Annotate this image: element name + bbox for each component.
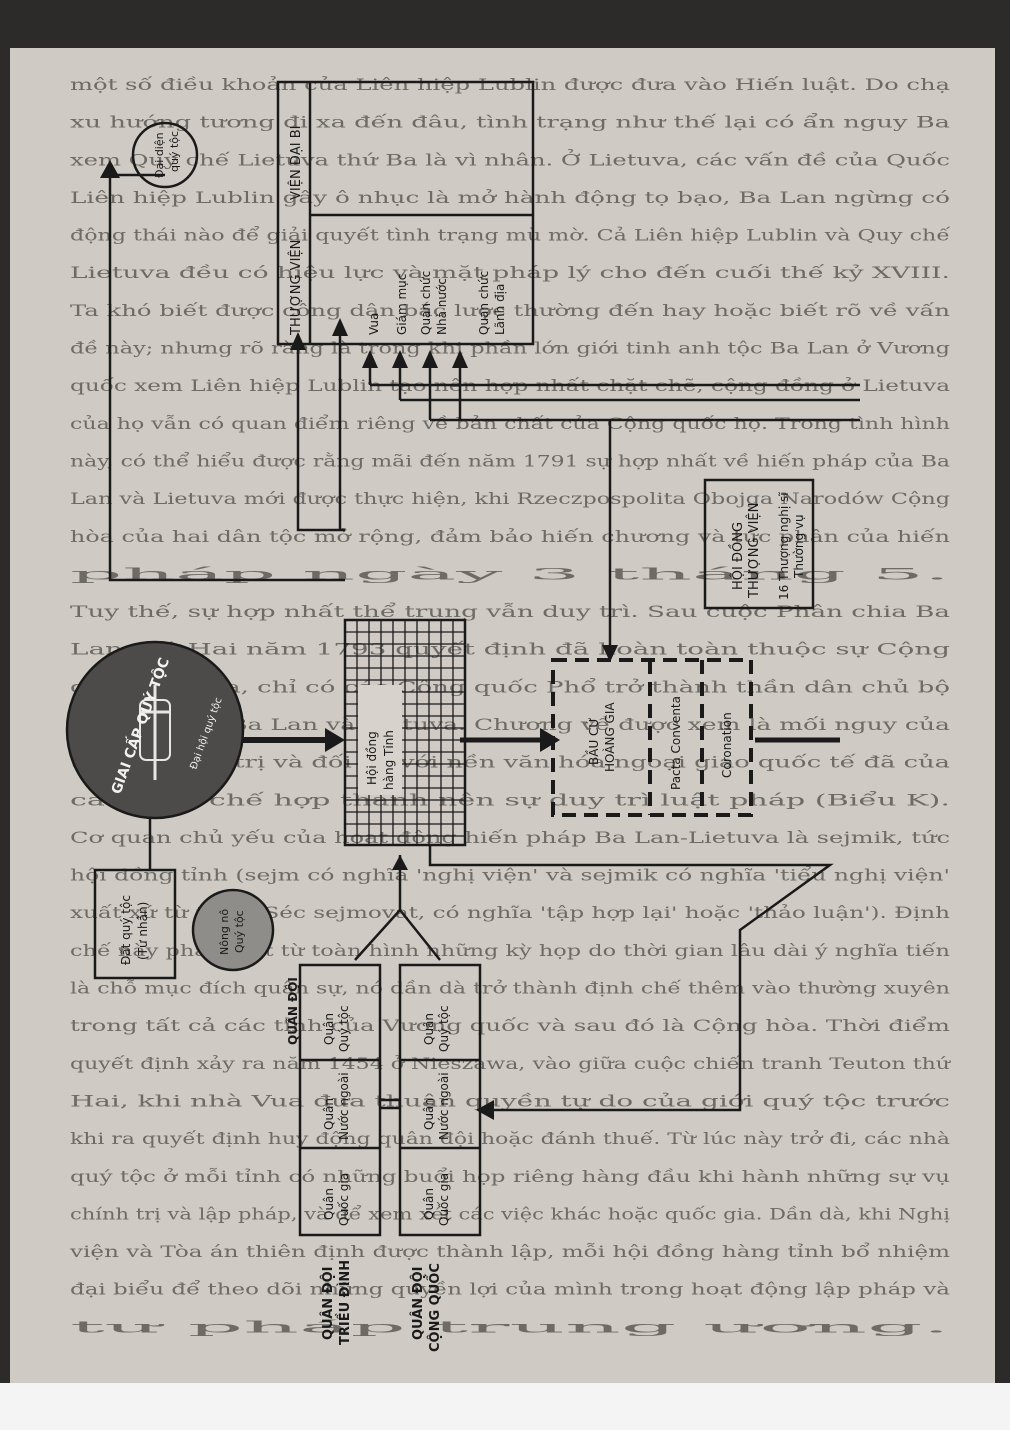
senate-council-box xyxy=(703,478,815,610)
bleed-text-line: khi ra quyết định huy động quân đội hoặc… xyxy=(70,1129,951,1148)
bleed-text-line: Lan thứ Hai năm 1793 quyết định đã hoàn … xyxy=(70,640,950,659)
bleed-text-line: pháp ngày 3 tháng 5. xyxy=(70,564,950,583)
royal-election-label-1: BẦU CỬ xyxy=(585,717,601,765)
bleed-text-line: Liên hiệp Lublin gây ô nhục là mở hành đ… xyxy=(70,188,950,207)
army-row-royal: Quân Quý tộc Quân Nước ngoài Quân Quốc g… xyxy=(320,1005,353,1345)
noble-rep-label-2: quý tộc xyxy=(168,131,181,172)
coronation-label: Coronation xyxy=(720,712,734,778)
bleed-text-line: một số điều khoản của Liên hiệp Lublin đ… xyxy=(70,75,951,94)
connector-lines xyxy=(108,173,860,1112)
army-cell-label: Quân xyxy=(322,1188,336,1220)
senate-council-label-2: THƯỢNG VIỆN xyxy=(746,503,762,599)
state-officials-label-2: Nhà nước xyxy=(435,278,449,335)
commonwealth-army-title-2: CỘNG QUỐC xyxy=(425,1263,443,1352)
royal-election-label-2: HOÀNG GIA xyxy=(602,702,617,772)
noble-land-box xyxy=(93,868,177,980)
bleed-text-line: đại biểu để theo dõi những quyền lợi của… xyxy=(70,1280,951,1299)
bleed-text-line: các định chế hợp thành nên sự duy trì lu… xyxy=(70,790,950,809)
bleed-text-line: Lan và Lietuva mới được thực hiện, khi R… xyxy=(70,489,950,508)
army-cell-label: Quốc gia xyxy=(437,1173,451,1226)
bleed-text-line: xuất xứ từ tiếng Séc sejmovat, có nghĩa … xyxy=(70,903,950,922)
land-officials-label-1: Quan chức xyxy=(477,271,491,335)
noble-rep-label-1: Đại diện xyxy=(153,132,166,178)
senate-label: THƯỢNG VIỆN xyxy=(288,240,304,336)
bleed-text-line: hội đồng tỉnh (sejm có nghĩa 'nghị viện'… xyxy=(70,866,950,885)
bleed-text-line: đề này; nhưng rõ ràng là trong khi phần … xyxy=(70,339,950,358)
army-cell-label: Quân xyxy=(422,1188,436,1220)
bleed-text-line: Lietuva đều có hiệu lực và mặt pháp lý c… xyxy=(70,263,950,282)
army-cell-label: Quân xyxy=(322,1098,336,1130)
bleed-text-line: quý tộc ở mỗi tỉnh có những buổi họp riê… xyxy=(70,1167,950,1186)
state-officials-label-1: Quan chức xyxy=(419,271,433,335)
diet-label: VIỆN ĐẠI BI xyxy=(288,126,304,200)
bleed-text-line: này, có thể hiểu được rằng mãi đến năm 1… xyxy=(70,451,951,470)
bleed-text-line: quốc Lietuva, chỉ có các Công quốc Phổ t… xyxy=(70,677,950,696)
provincial-council-label-1: Hội đồng xyxy=(365,731,379,785)
bleed-text-line: Tuy thế, sự hợp nhất thể trung vẫn duy t… xyxy=(70,602,951,621)
bleed-text-line: của họ vẫn có quan điểm riêng về bản chấ… xyxy=(70,414,950,433)
bishop-label: Giám mục xyxy=(395,274,409,335)
army-cell-label: Quý tộc xyxy=(437,1005,451,1052)
pacta-conventa-label: Pacta Conventa xyxy=(669,696,683,790)
bleed-text-line: quyết định xảy ra năm 1454 ở Nieszawa, v… xyxy=(70,1054,952,1073)
senators-label-2: Thường vụ xyxy=(792,514,806,579)
senators-label-1: 16 Thượng nghị sĩ xyxy=(777,492,791,600)
noble-representatives-circle xyxy=(131,121,199,189)
serfs-circle xyxy=(191,888,275,972)
serfs-label-1: Nông nô xyxy=(218,909,231,955)
bleed-text-line: Ta khó biết được công dân bắc lược thườn… xyxy=(70,301,950,320)
royal-army-title-1: QUÂN ĐỘI xyxy=(320,1267,336,1340)
bleed-text-line: chính trị và lập pháp, và để xem xét các… xyxy=(70,1204,950,1223)
bleed-text-line: Hai, khi nhà Vua đưa thuận quyền tự do c… xyxy=(70,1091,950,1110)
commonwealth-army-title-1: QUÂN ĐỘI xyxy=(410,1267,426,1340)
bleed-text-line: thông chính trị và đối lại với nền văn h… xyxy=(70,753,951,772)
bleed-text-line: tư pháp trung ương. xyxy=(70,1317,950,1336)
army-header-label: QUÂN ĐỘI xyxy=(285,977,300,1045)
king-label: Vua xyxy=(367,313,381,335)
bleed-text-line: động thái nào để giải quyết tình trạng m… xyxy=(70,226,950,245)
bleed-text-line: Cơ quan chủ yếu của hoạt động hiến pháp … xyxy=(70,828,950,847)
bottom-margin xyxy=(0,1383,1010,1430)
diet-box xyxy=(276,80,535,346)
army-cell-label: Nước ngoài xyxy=(437,1072,451,1140)
army-cell-label: Quốc gia xyxy=(337,1173,351,1226)
army-cell-label: Quân xyxy=(422,1013,436,1045)
bleed-text-line: Vương quốc Ba Lan và Lietuva. Chương về … xyxy=(68,715,950,734)
bleed-text-line: xem Quy chế Lietuva thứ Ba là vì nhân. Ở… xyxy=(70,147,950,169)
bleed-text-line: chế này phát xuất từ toàn hình những kỳ … xyxy=(70,941,950,960)
royal-army-title-2: TRIỀU ĐÌNH xyxy=(335,1260,353,1345)
provincial-council-label-bg xyxy=(358,685,402,795)
noble-land-label-2: (Tư nhân) xyxy=(136,902,150,960)
bleed-text-line: xu hướng tương đi xa đến đâu, tình trạng… xyxy=(70,113,951,132)
senate-council-label-1: HỘI ĐỒNG xyxy=(729,522,746,590)
arrowheads xyxy=(100,160,618,1120)
bleed-text-line: hòa của hai dân tộc mở rộng, đảm bảo hiế… xyxy=(70,527,950,546)
provincial-council-label-2: hàng Tỉnh xyxy=(382,730,396,790)
army-cell-label: Quân xyxy=(322,1013,336,1045)
army-cell-label: Quý tộc xyxy=(337,1005,351,1052)
army-cell-label: Quân xyxy=(422,1098,436,1130)
bleed-through-text: một số điều khoản của Liên hiệp Lublin đ… xyxy=(68,75,952,1336)
army-cell-label: Nước ngoài xyxy=(337,1072,351,1140)
noble-class-emblem xyxy=(139,685,171,780)
noble-land-label-1: Đất quý tộc xyxy=(119,895,133,965)
land-officials-label-2: Lãnh địa xyxy=(493,284,507,335)
army-row-commonwealth: Quân Quý tộc Quân Nước ngoài Quân Quốc g… xyxy=(410,1005,451,1352)
bleed-text-line: là chỗ mục đích quân sự, nó dần dà trở t… xyxy=(70,979,950,998)
bleed-text-line: trong tất cả các tỉnh của Vương quốc và … xyxy=(70,1016,950,1035)
bleed-text-line: viện và Tòa án thiên định được thành lập… xyxy=(69,1242,950,1261)
serfs-label-2: Quý tộc xyxy=(233,910,246,953)
